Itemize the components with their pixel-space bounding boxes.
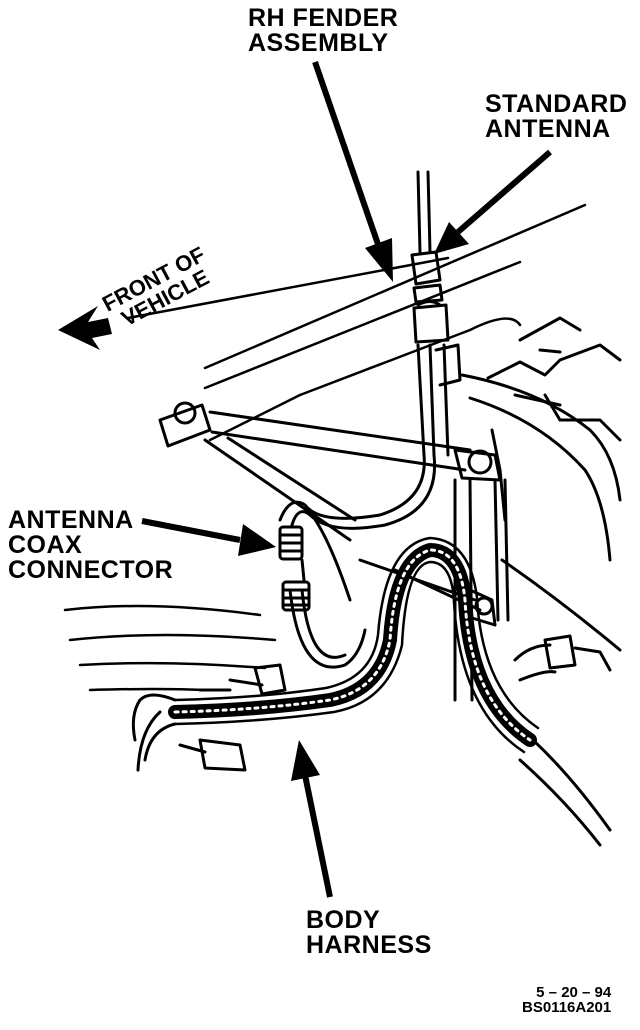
coax-connector [278,525,311,612]
figure-date: 5 – 20 – 94 [536,984,612,1001]
body-harness-line-1: BODY [306,906,381,934]
antenna-mast [410,170,462,457]
body-harness-line-2: HARNESS [306,931,432,959]
body-harness-conduit [168,543,537,747]
coax-leader-arrow [141,518,276,556]
rh-fender-line-2: ASSEMBLY [248,29,389,57]
harness-leader-arrow [291,740,333,898]
rh-fender-assembly-label: RH FENDER ASSEMBLY [248,6,398,56]
antenna-bracket [158,401,510,702]
body-harness-label: BODY HARNESS [306,908,432,958]
side-connector [513,634,612,682]
harness-outline [173,536,540,754]
body-harness-ribs [173,548,532,742]
standard-antenna-line-1: STANDARD [485,90,628,118]
coax-label-line-3: CONNECTOR [8,556,174,584]
inner-fender-curves [63,604,277,692]
antenna-leader-arrow [434,149,552,254]
harness-breakout-wires [131,663,287,772]
standard-antenna-line-2: ANTENNA [485,115,611,143]
coax-label-line-2: COAX [8,531,83,559]
wheel-well-panel [460,316,622,847]
front-of-vehicle-arrow [58,306,112,350]
figure-code: 5 – 20 – 94 BS0116A201 [522,985,611,1015]
fender-leader-arrow [312,61,393,282]
rh-fender-line-1: RH FENDER [248,4,399,32]
figure-id: BS0116A201 [522,999,612,1016]
standard-antenna-label: STANDARD ANTENNA [485,92,627,142]
antenna-coax-connector-label: ANTENNA COAX CONNECTOR [8,508,173,583]
fender-panel-lines [126,203,587,442]
coax-label-line-1: ANTENNA [8,506,134,534]
